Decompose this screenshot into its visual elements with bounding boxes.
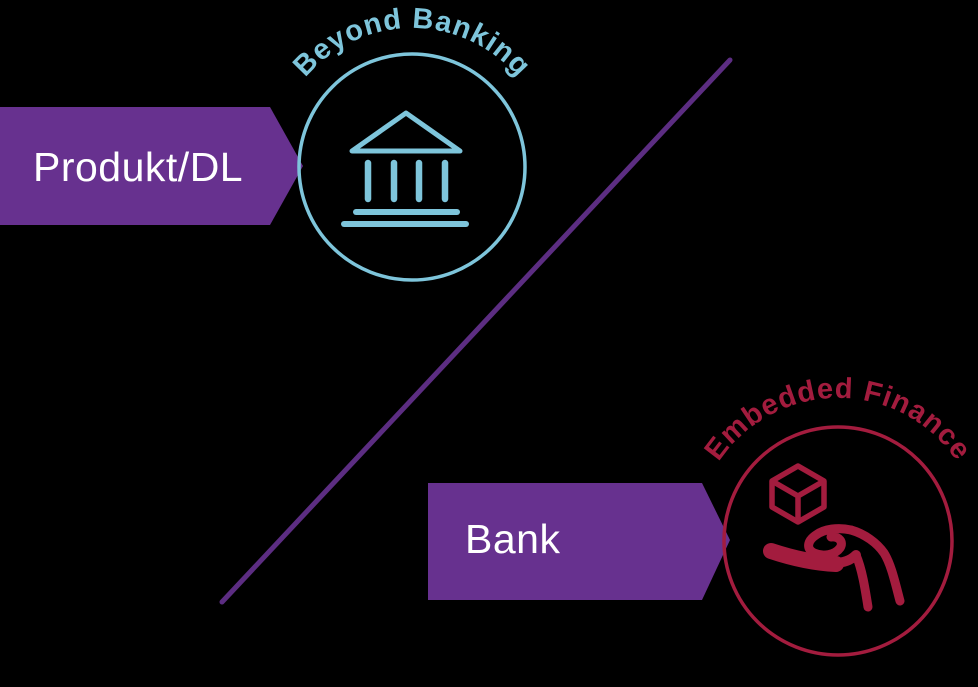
- produkt-banner-label: Produkt/DL: [33, 144, 243, 190]
- embedded-finance-circle: [722, 425, 954, 657]
- produkt-banner: [0, 107, 303, 225]
- bank-banner: [428, 483, 730, 600]
- beyond-banking-arc-label: Beyond Banking: [287, 3, 537, 83]
- diagonal-divider-line: [219, 57, 733, 605]
- hand-holding-cube-icon: [763, 463, 905, 612]
- embedded-finance-arc-label: Embedded Finance: [699, 373, 978, 466]
- beyond-banking-circle: [297, 52, 527, 282]
- bank-building-icon: [341, 110, 469, 227]
- bank-banner-label: Bank: [465, 516, 560, 562]
